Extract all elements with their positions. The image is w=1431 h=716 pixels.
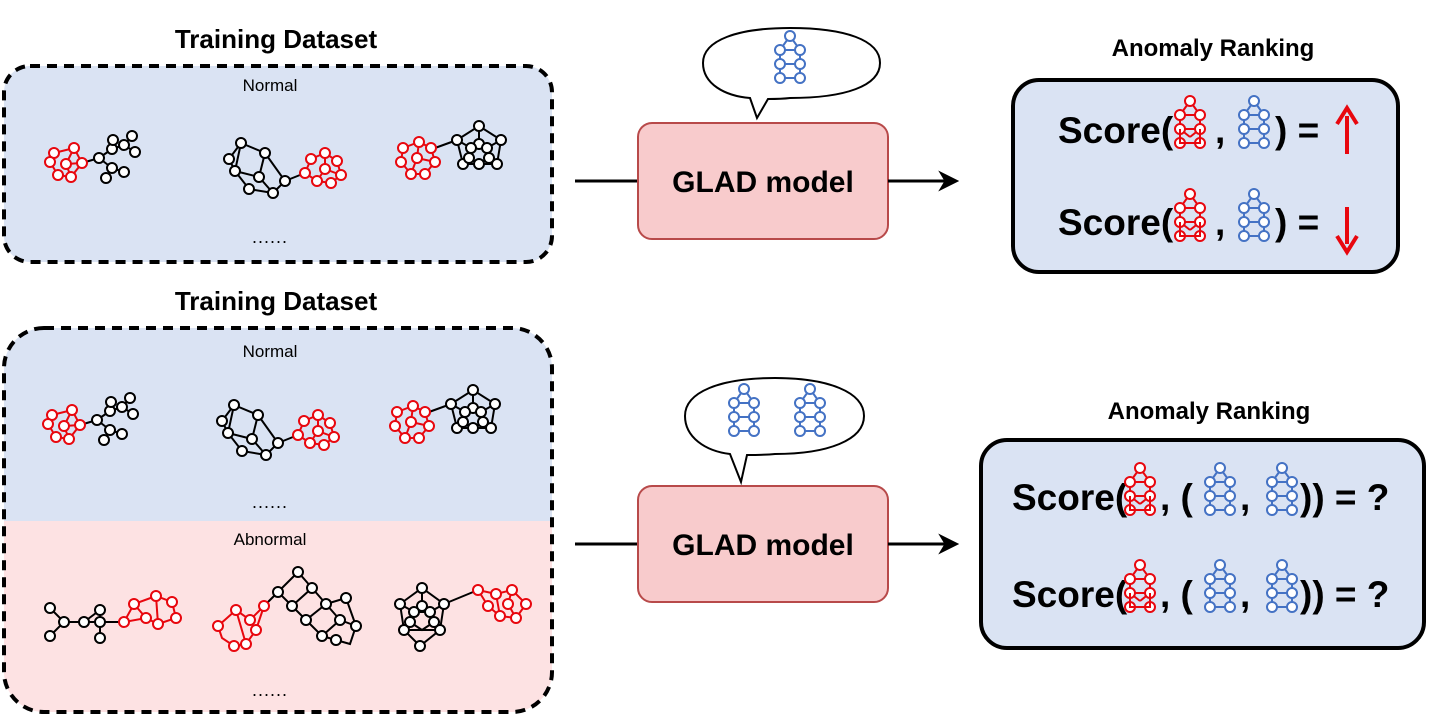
top-score-2-suffix: ) = bbox=[1275, 202, 1319, 243]
bottom-normal-ellipsis: ...... bbox=[252, 492, 288, 512]
top-ellipsis: ...... bbox=[252, 227, 288, 247]
top-score-1-sep: , bbox=[1215, 110, 1225, 151]
bottom-score-1-mid: , ( bbox=[1160, 477, 1194, 518]
bottom-dataset-title: Training Dataset bbox=[175, 286, 378, 316]
bottom-score-2-suffix: )) = ? bbox=[1300, 574, 1389, 615]
bottom-score-1-suffix: )) = ? bbox=[1300, 477, 1389, 518]
top-ranking-title: Anomaly Ranking bbox=[1112, 35, 1315, 62]
top-score-2-prefix: Score( bbox=[1058, 202, 1174, 243]
top-dataset-title: Training Dataset bbox=[175, 24, 378, 54]
top-model-label: GLAD model bbox=[672, 166, 854, 199]
arrow-down-icon bbox=[1335, 207, 1359, 256]
bottom-abnormal-label: Abnormal bbox=[234, 530, 307, 549]
bottom-score-2-mid: , ( bbox=[1160, 574, 1194, 615]
bottom-score-1-sep: , bbox=[1240, 477, 1250, 518]
arrow-up-icon bbox=[1335, 104, 1359, 154]
bottom-ranking-title: Anomaly Ranking bbox=[1108, 398, 1311, 425]
top-ranking-box bbox=[1011, 78, 1400, 274]
top-normal-label: Normal bbox=[243, 76, 298, 95]
graph-icon bbox=[212, 566, 362, 652]
bottom-ranking-box bbox=[979, 438, 1426, 650]
bottom-score-1-prefix: Score( bbox=[1012, 477, 1128, 518]
bottom-score-2-sep: , bbox=[1240, 574, 1250, 615]
top-score-1-suffix: ) = bbox=[1275, 110, 1319, 151]
graph-icon bbox=[394, 582, 532, 652]
top-score-1-prefix: Score( bbox=[1058, 110, 1174, 151]
bottom-abnormal-region bbox=[4, 521, 552, 712]
bottom-model-label: GLAD model bbox=[672, 529, 854, 562]
bottom-score-2-prefix: Score( bbox=[1012, 574, 1128, 615]
bottom-dataset-box bbox=[2, 326, 554, 714]
top-score-2-sep: , bbox=[1215, 202, 1225, 243]
graph-icon bbox=[44, 590, 182, 644]
bottom-normal-label: Normal bbox=[243, 342, 298, 361]
top-dataset-box bbox=[2, 64, 554, 264]
speech-bubble-icon bbox=[683, 376, 866, 486]
bottom-abnormal-ellipsis: ...... bbox=[252, 680, 288, 700]
speech-bubble-icon bbox=[701, 26, 882, 121]
